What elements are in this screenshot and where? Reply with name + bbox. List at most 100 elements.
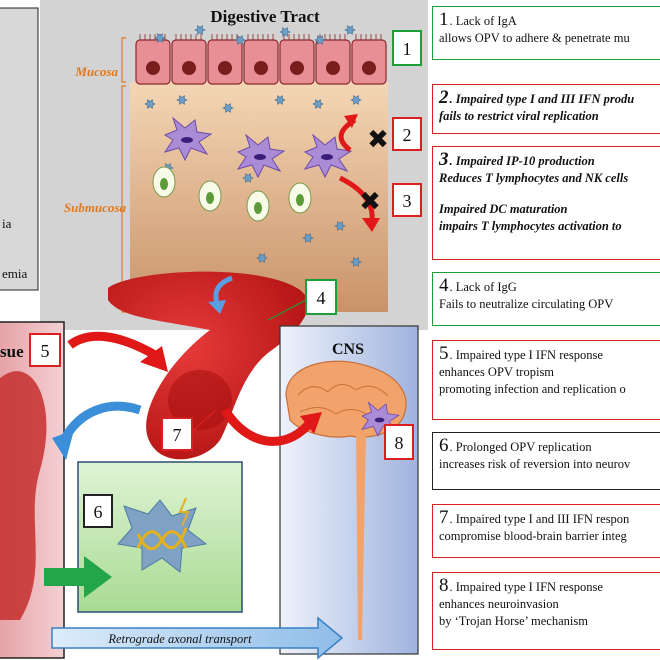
retrograde-label: Retrograde axonal transport: [107, 632, 252, 646]
virus-icon: [312, 99, 324, 109]
left-box-text-2: emia: [2, 266, 27, 281]
cell-nucleus: [218, 61, 232, 75]
step-line: enhances neuroinvasion: [439, 597, 559, 611]
step-panel-2: 2. Impaired type I and III IFN produ fai…: [432, 84, 660, 134]
blocked-arrow-ifn-head: [344, 114, 358, 128]
virus-large-icon: [117, 499, 208, 573]
virus-icon: [256, 253, 268, 263]
muscle-tissue: [0, 371, 47, 620]
cell-nucleus: [182, 61, 196, 75]
step-panel-1: 1. Lack of IgA allows OPV to adhere & pe…: [432, 6, 660, 60]
tissue-to-vessel-arrow: [60, 401, 142, 443]
step-line: Fails to neutralize circulating OPV: [439, 297, 614, 311]
virus-icon: [350, 95, 362, 105]
step-number: 2: [439, 87, 449, 108]
vessel-to-cns-arrow: [221, 407, 316, 446]
virus-icon: [194, 25, 206, 35]
cell-nucleus: [254, 61, 268, 75]
badge-7-pointer: [189, 409, 217, 434]
green-arrow-body: [44, 568, 86, 586]
entry-arrow-head: [208, 300, 226, 314]
mutation-bolt-icon: [178, 497, 190, 527]
step-panel-8: 8. Impaired type I IFN response enhances…: [432, 572, 660, 650]
virus-icon: [334, 221, 346, 231]
virus-icon: [144, 99, 156, 109]
epithelium-layer: [135, 34, 387, 85]
submucosa-label: Submucosa: [64, 200, 127, 215]
badge-4-pointer: [267, 299, 307, 321]
svg-text:5: 5: [41, 341, 50, 361]
step-number: 1: [439, 9, 449, 30]
svg-text:4: 4: [317, 288, 326, 308]
step-line: allows OPV to adhere & penetrate mu: [439, 31, 630, 45]
step-heading: . Impaired type I and III IFN respon: [449, 512, 630, 526]
virus-icon: [176, 95, 188, 105]
spinal-cord: [356, 432, 366, 640]
step-panel-7: 7. Impaired type I and III IFN respon co…: [432, 504, 660, 558]
left-box-text-1: ia: [2, 216, 12, 231]
dendritic-cell: [303, 133, 353, 179]
step-heading: . Impaired type I and III IFN produ: [449, 92, 635, 106]
step-line: enhances OPV tropism: [439, 365, 555, 379]
badge-5: 5: [29, 333, 61, 367]
svg-text:6: 6: [94, 502, 103, 522]
virus-icon: [222, 103, 234, 113]
mucosa-label: Mucosa: [74, 64, 118, 79]
step-heading: . Lack of IgG: [449, 280, 517, 294]
dendritic-cell: [163, 116, 213, 162]
tissue-to-vessel-arrow-head: [52, 430, 74, 460]
svg-text:2: 2: [403, 125, 412, 145]
blocked-arrow-ip10: [338, 175, 375, 223]
badge-1: 1: [392, 30, 422, 66]
badge-8: 8: [384, 424, 414, 460]
mucosa-bracket: [121, 37, 126, 83]
step-panel-5: 5. Impaired type I IFN response enhances…: [432, 340, 660, 420]
digestive-tract-title: Digestive Tract: [210, 7, 320, 26]
virus-icon: [242, 173, 254, 183]
brain-folds: [297, 384, 389, 397]
svg-text:8: 8: [395, 433, 404, 453]
badge-3: 3: [392, 183, 422, 217]
svg-text:1: 1: [403, 39, 412, 59]
retrograde-arrow: [51, 616, 344, 660]
step-line: fails to restrict viral replication: [439, 109, 599, 123]
step-number: 3: [439, 149, 449, 170]
cns-label: CNS: [332, 341, 364, 358]
cell-nucleus: [290, 61, 304, 75]
tissue-label: sue: [0, 342, 24, 361]
step-line: Reduces T lymphocytes and NK cells: [439, 171, 629, 185]
step-heading: . Impaired type I IFN response: [449, 348, 603, 362]
virus-icon: [274, 95, 286, 105]
step-line: increases risk of reversion into neurov: [439, 457, 631, 471]
step-number: 8: [439, 575, 449, 596]
step-panel-3: 3. Impaired IP-10 production Reduces T l…: [432, 146, 660, 260]
cell-nucleus: [326, 61, 340, 75]
step-number: 5: [439, 343, 449, 364]
virus-icon: [350, 257, 362, 267]
cell-nucleus: [146, 61, 160, 75]
submucosa-bracket: [121, 85, 126, 313]
step-line: compromise blood-brain barrier integ: [439, 529, 627, 543]
virus-icon: [314, 35, 326, 45]
blood-vessel: [108, 271, 309, 460]
badge-6: 6: [83, 494, 113, 528]
step-number: 6: [439, 435, 449, 456]
vessel-to-cns-arrow-head: [300, 412, 322, 434]
cell-nucleus: [362, 61, 376, 75]
vessel-lumen: [168, 370, 232, 430]
badge-7: 7: [161, 417, 193, 451]
svg-text:3: 3: [403, 191, 412, 211]
left-legend-box: [0, 7, 39, 291]
blocked-arrow-ip10-head: [362, 218, 380, 232]
step-line: impairs T lymphocytes activation to: [439, 219, 622, 233]
step-number: 7: [439, 507, 449, 528]
virus-icon: [154, 33, 166, 43]
step-line: Impaired DC maturation: [439, 202, 568, 216]
step-line: promoting infection and replication o: [439, 382, 626, 396]
virus-icon: [302, 233, 314, 243]
dna-icon: [136, 530, 188, 551]
badge-2: 2: [392, 117, 422, 151]
step-line: by ‘Trojan Horse’ mechanism: [439, 614, 588, 628]
green-arrow-head: [84, 556, 112, 598]
